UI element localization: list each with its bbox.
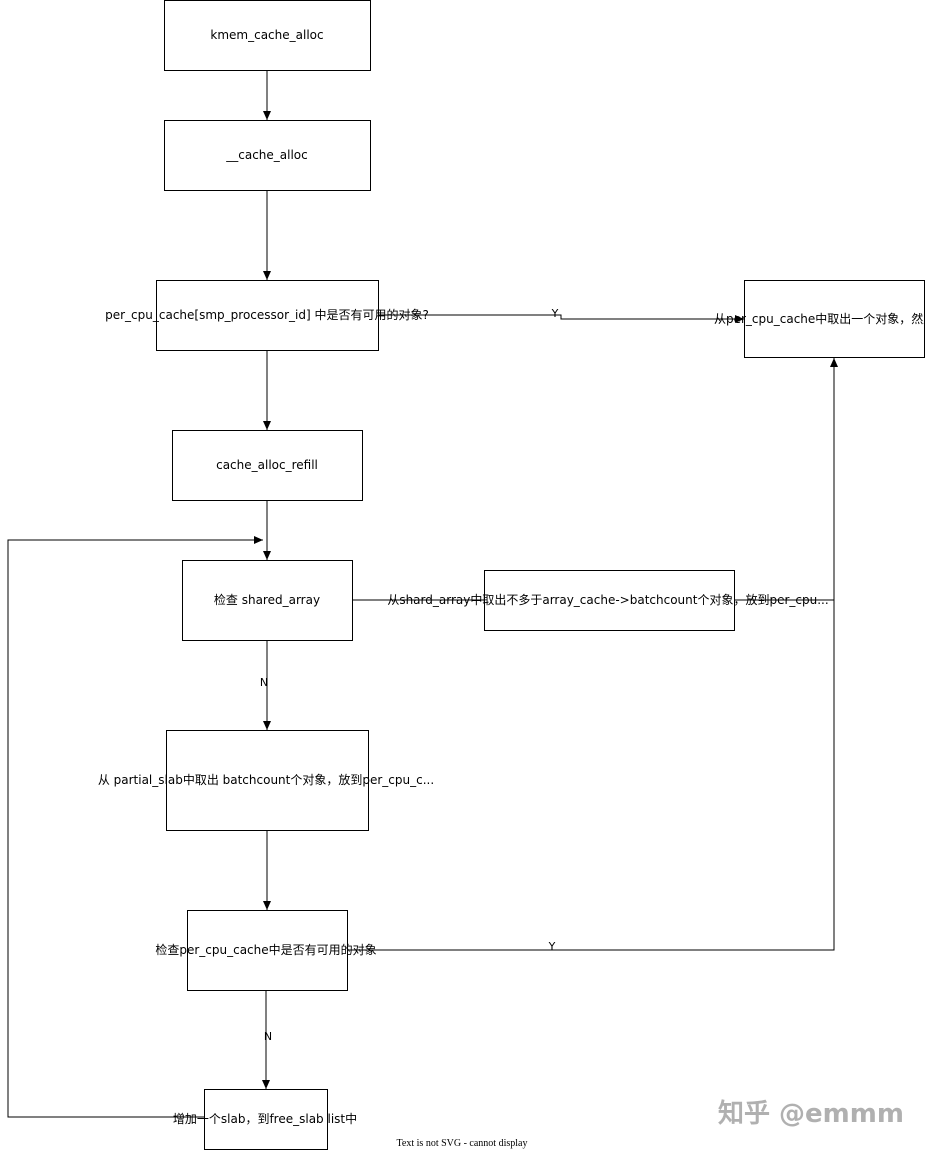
node-labels: kmem_cache_alloc __cache_alloc per_cpu_c…: [98, 28, 925, 1126]
node-take-from-partial-slab: [166, 730, 369, 831]
edge-label-no-shared: N: [260, 676, 268, 689]
edge-label-yes-bottom: Y: [548, 940, 556, 953]
node-check-shared-array: [182, 560, 353, 641]
watermark: 知乎 @emmm: [718, 1099, 904, 1129]
label-take-from-shared: 从shard_array中取出不多于array_cache->batchcoun…: [387, 592, 828, 607]
edge-add-slab-loop-back: [7, 536, 263, 1118]
edge-labels: Y N Y N: [260, 307, 559, 1043]
edge-check-again-yes: [347, 600, 835, 951]
node-check-per-cpu-again: [187, 910, 348, 991]
label-cache-alloc-refill: cache_alloc_refill: [216, 458, 318, 472]
edge-per-cpu-check-yes: [378, 314, 744, 323]
label-cache-alloc: __cache_alloc: [225, 148, 308, 162]
label-check-per-cpu-again: 检查per_cpu_cache中是否有可用的对象: [155, 942, 376, 957]
node-cache-alloc: [164, 120, 371, 191]
edge-label-no-bottom: N: [264, 1030, 272, 1043]
node-take-from-shared: [484, 570, 735, 631]
node-take-from-per-cpu: [744, 280, 925, 358]
edge-take-shared-to-take-per-cpu: [734, 358, 838, 601]
nodes: [156, 0, 925, 1150]
label-take-from-per-cpu: 从per_cpu_cache中取出一个对象，然后: [714, 311, 925, 326]
footer-text: Text is not SVG - cannot display: [397, 1138, 528, 1149]
label-check-shared-array: 检查 shared_array: [214, 592, 320, 607]
label-take-from-partial-slab: 从 partial_slab中取出 batchcount个对象，放到per_cp…: [98, 772, 434, 787]
node-per-cpu-check: [156, 280, 379, 351]
label-per-cpu-check: per_cpu_cache[smp_processor_id] 中是否有可用的对…: [105, 307, 429, 322]
node-cache-alloc-refill: [172, 430, 363, 501]
edge-label-yes-top: Y: [551, 307, 559, 320]
edges: [7, 70, 838, 1118]
label-kmem-cache-alloc: kmem_cache_alloc: [210, 28, 323, 42]
node-kmem-cache-alloc: [164, 0, 371, 71]
label-add-slab: 增加一个slab，到free_slab list中: [173, 1111, 357, 1126]
node-add-slab: [204, 1089, 328, 1150]
